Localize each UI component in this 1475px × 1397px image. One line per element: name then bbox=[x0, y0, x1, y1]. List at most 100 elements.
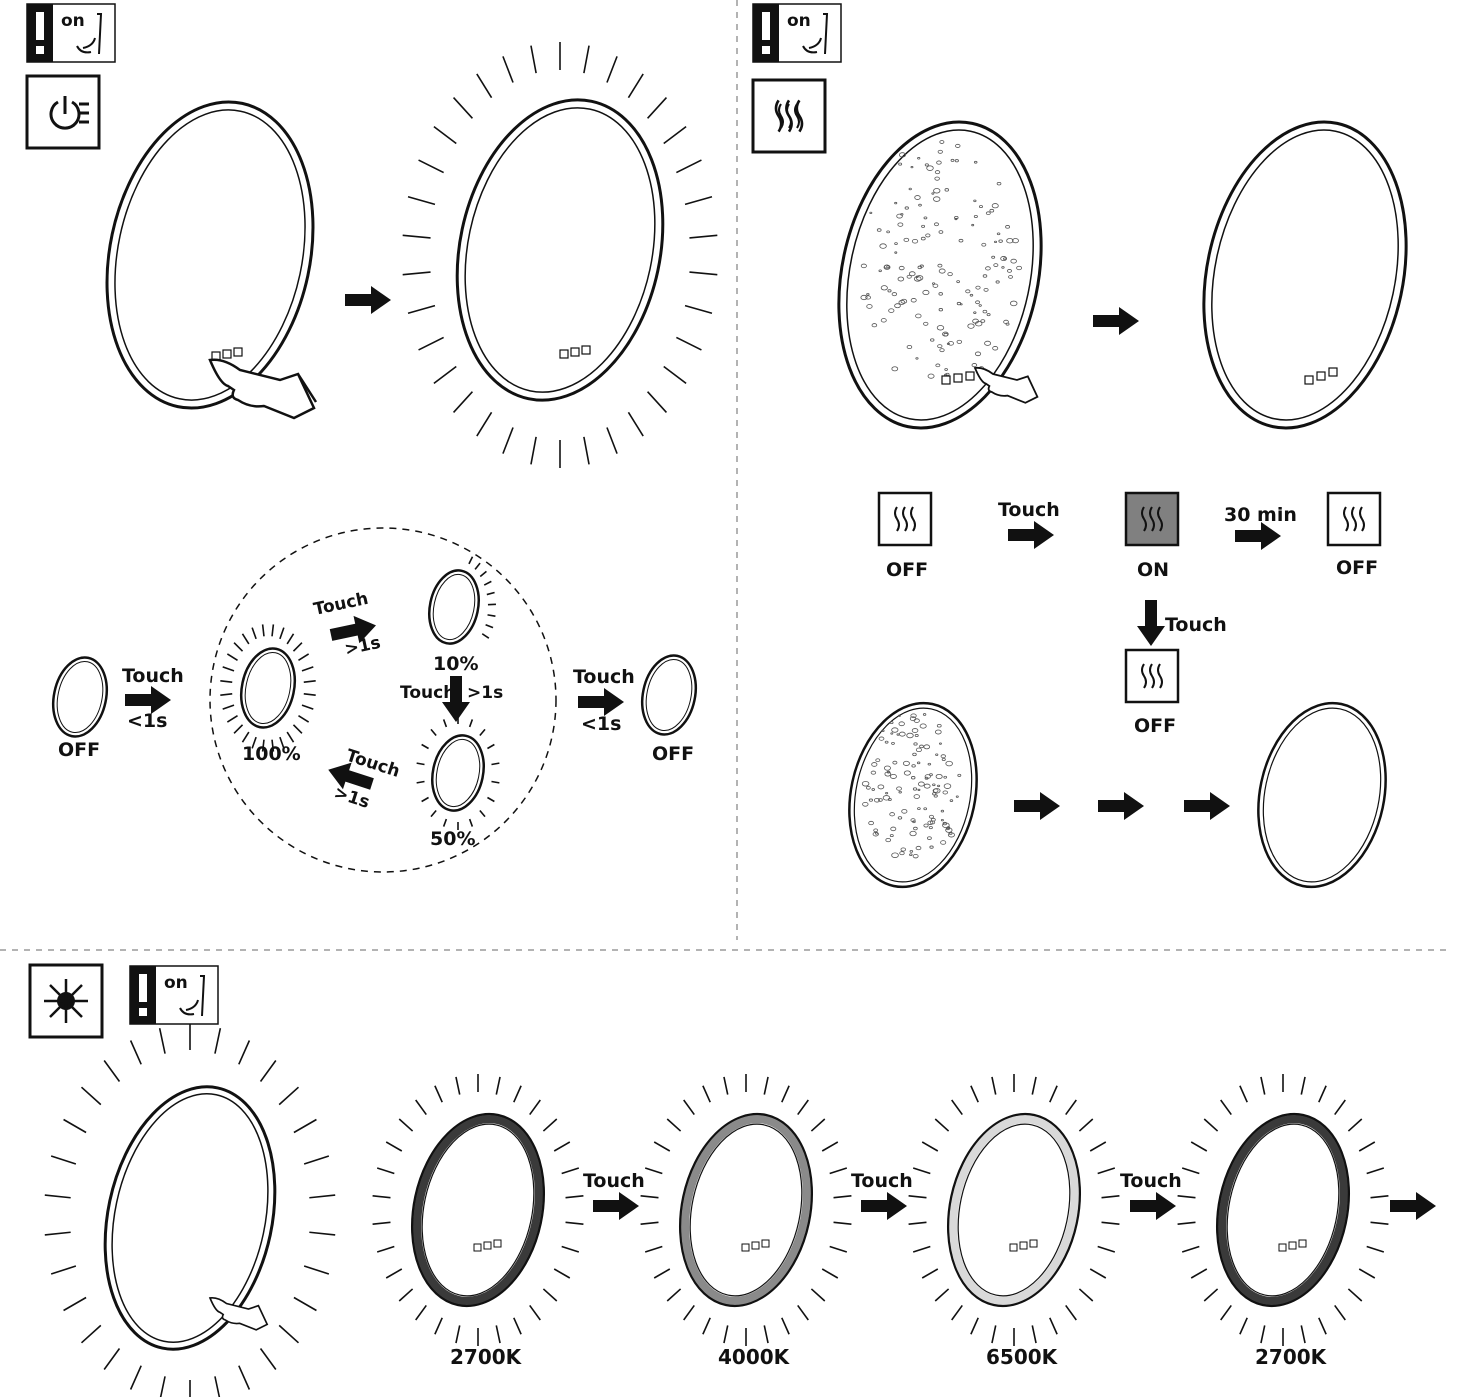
glow-ray bbox=[486, 591, 495, 596]
glow-ray bbox=[970, 1317, 979, 1335]
glow-ray bbox=[781, 1085, 790, 1103]
fog-droplet bbox=[898, 152, 906, 158]
fog-droplet bbox=[930, 817, 936, 822]
fog-droplet bbox=[887, 798, 892, 802]
fog-droplet bbox=[878, 736, 885, 741]
glow-ray bbox=[606, 56, 618, 83]
glow-ray bbox=[921, 1141, 939, 1152]
touch-key bbox=[741, 1243, 750, 1252]
heater-touch-label-1: Touch bbox=[998, 499, 1060, 521]
glow-ray bbox=[220, 680, 233, 683]
fog-droplet bbox=[913, 742, 918, 746]
glow-ray bbox=[502, 56, 514, 83]
fog-droplet bbox=[938, 268, 946, 274]
glow-ray bbox=[495, 1076, 501, 1095]
fog-droplet bbox=[973, 199, 977, 203]
fog-droplet bbox=[942, 790, 948, 795]
glow-ray bbox=[495, 1325, 501, 1344]
arrow-right-icon bbox=[1093, 307, 1139, 335]
fog-droplet bbox=[940, 840, 947, 845]
fog-droplet bbox=[903, 770, 911, 776]
fog-droplet bbox=[933, 222, 939, 227]
glow-ray bbox=[653, 1268, 671, 1279]
glow-ray bbox=[474, 562, 481, 570]
fog-droplet bbox=[882, 795, 891, 801]
glow-ray bbox=[689, 271, 718, 276]
fog-droplet bbox=[925, 233, 931, 238]
fog-droplet bbox=[1005, 225, 1010, 229]
fog-droplet bbox=[924, 774, 931, 779]
fog-droplet bbox=[898, 299, 906, 305]
glow-ray bbox=[222, 704, 235, 710]
warning-on-switch-icon: on bbox=[752, 3, 842, 63]
touch-key bbox=[1019, 1241, 1028, 1250]
fog-droplet bbox=[894, 242, 898, 245]
heater-button-off-3 bbox=[1124, 648, 1180, 704]
fog-droplet bbox=[872, 831, 879, 837]
fog-droplet bbox=[902, 760, 910, 766]
fog-droplet bbox=[956, 280, 960, 284]
hand-pointer-icon bbox=[208, 1297, 269, 1331]
fog-droplet bbox=[878, 798, 883, 802]
fog-droplet bbox=[986, 313, 991, 317]
glow-ray bbox=[433, 365, 457, 384]
power-dimmer-icon bbox=[25, 74, 101, 150]
fog-droplet bbox=[880, 318, 887, 323]
glow-ray bbox=[683, 1304, 695, 1321]
fog-droplet bbox=[973, 160, 978, 164]
color-temp-mirror-4: 2700K bbox=[1177, 1074, 1389, 1369]
fog-droplet bbox=[937, 263, 943, 268]
glow-ray bbox=[646, 97, 668, 119]
glow-ray bbox=[565, 1194, 584, 1199]
fog-droplet bbox=[933, 188, 941, 194]
glow-ray bbox=[1181, 1245, 1200, 1253]
mirror-off-with-hand bbox=[105, 100, 318, 420]
fog-droplet bbox=[1006, 269, 1012, 273]
glow-ray bbox=[418, 159, 444, 174]
section-power-dimming: on bbox=[25, 3, 718, 873]
fog-droplet bbox=[868, 820, 874, 826]
glow-ray bbox=[553, 1141, 571, 1152]
glow-ray bbox=[487, 743, 495, 750]
fog-droplet bbox=[1012, 238, 1019, 244]
fog-droplet bbox=[927, 836, 932, 840]
color-temp-label: 2700K bbox=[1255, 1345, 1328, 1369]
fog-droplet bbox=[985, 266, 991, 271]
fog-droplet bbox=[887, 289, 892, 293]
glow-ray bbox=[1370, 1221, 1389, 1226]
fog-droplet bbox=[915, 747, 922, 753]
fog-droplet bbox=[955, 143, 961, 148]
glow-ray bbox=[279, 736, 285, 749]
fog-droplet bbox=[923, 744, 931, 750]
fog-droplet bbox=[869, 211, 873, 214]
fog-droplet bbox=[866, 293, 870, 296]
glow-ray bbox=[63, 1118, 87, 1134]
glow-ray bbox=[476, 411, 493, 437]
glow-ray bbox=[271, 739, 275, 752]
glow-ray bbox=[991, 1325, 997, 1344]
fog-droplet bbox=[908, 187, 912, 191]
fog-droplet bbox=[932, 196, 941, 202]
fog-droplet bbox=[945, 760, 953, 767]
glow-ray bbox=[407, 195, 436, 206]
glow-ray bbox=[214, 1376, 221, 1397]
glow-ray bbox=[1334, 1304, 1346, 1321]
glow-ray bbox=[529, 1099, 541, 1116]
glow-ray bbox=[487, 796, 495, 803]
mini-mirror-off-left bbox=[51, 656, 109, 738]
glow-ray bbox=[970, 1085, 979, 1103]
fog-droplet bbox=[898, 731, 906, 737]
fog-droplet bbox=[972, 318, 979, 324]
fog-droplet bbox=[889, 721, 894, 725]
glow-ray bbox=[251, 627, 257, 640]
mirror-foggy-with-hand bbox=[837, 120, 1043, 430]
fog-droplet bbox=[994, 240, 998, 244]
glow-ray bbox=[1181, 1167, 1200, 1175]
glow-ray bbox=[241, 633, 250, 645]
fog-droplet bbox=[891, 741, 895, 745]
fog-droplet bbox=[936, 723, 942, 728]
fog-droplet bbox=[1000, 256, 1008, 262]
glow-ray bbox=[259, 1348, 277, 1370]
touch-label-2: Touch bbox=[573, 666, 635, 688]
glow-ray bbox=[309, 1231, 336, 1236]
